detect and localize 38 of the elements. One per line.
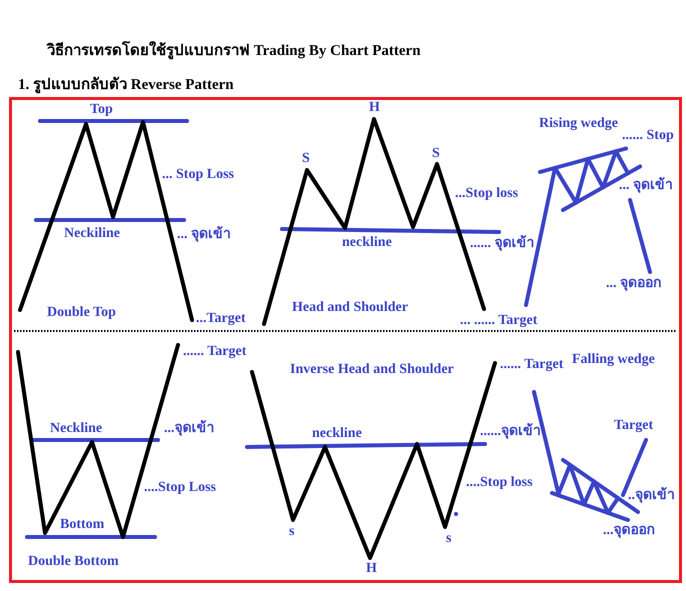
point-label: H (369, 100, 380, 116)
level-label: Neckiline (64, 226, 120, 242)
annotation-label: ...... Target (500, 357, 564, 373)
point-label: S (432, 146, 440, 162)
annotation-label: ...... Target (183, 344, 246, 360)
annotation-label: ... Stop Loss (162, 167, 234, 183)
annotation-label: ... จุดเข้า (177, 227, 231, 243)
annotation-label: ...Stop loss (455, 186, 518, 202)
point-label: s (446, 531, 452, 547)
pattern-name: Head and Shoulder (292, 300, 408, 316)
annotation-label: ... จุดเข้า (619, 178, 673, 194)
annotation-label: ..จุดเข้า (628, 488, 675, 504)
annotation-label: ......จุดเข้า (480, 424, 541, 440)
pattern-name: Inverse Head and Shoulder (290, 362, 454, 378)
annotation-label: Target (614, 418, 654, 434)
level-label: Neckline (50, 421, 102, 437)
point-label: S (302, 151, 310, 167)
annotation-label: ...Target (196, 311, 246, 327)
level-label: neckline (312, 426, 362, 442)
level-label: Bottom (60, 517, 104, 533)
pattern-name: Double Bottom (28, 554, 119, 570)
annotation-label: ...จุดเข้า (164, 421, 214, 437)
level-label: neckline (342, 235, 392, 251)
annotation-label: ...... Stop (622, 128, 674, 144)
annotation-label: ...จุดออก (603, 523, 654, 539)
pattern-name: Rising wedge (539, 116, 618, 132)
annotation-label: ...... จุดเข้า (470, 236, 534, 252)
pattern-name: Double Top (47, 305, 116, 321)
annotation-label: ....Stop loss (466, 475, 533, 491)
annotation-label: ... ...... Target (460, 313, 538, 329)
pattern-name: Falling wedge (572, 352, 655, 368)
page-title: วิธีการเทรดโดยใช้รูปแบบกราฟ Trading By Chart Pattern (47, 41, 421, 61)
point-label: s (289, 524, 294, 540)
point-label: H (366, 561, 377, 577)
level-label: Top (90, 102, 113, 118)
section-heading: 1. รูปแบบกลับตัว Reverse Pattern (18, 77, 234, 93)
annotation-label: ....Stop Loss (144, 480, 216, 496)
annotation-label: ... จุดออก (606, 276, 661, 292)
